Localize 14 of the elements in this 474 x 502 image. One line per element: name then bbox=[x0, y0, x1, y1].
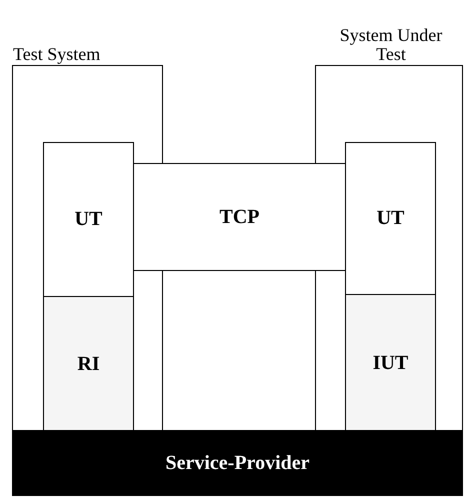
component-label: UT bbox=[74, 208, 102, 231]
provider-bar bbox=[12, 430, 463, 496]
component-label: IUT bbox=[372, 352, 408, 374]
component-box bbox=[345, 142, 436, 295]
component-label: RI bbox=[77, 352, 100, 376]
system-heading: System Under Test bbox=[338, 26, 444, 66]
system-heading: Test System bbox=[13, 45, 102, 66]
component-box bbox=[43, 142, 134, 297]
component-box bbox=[133, 163, 346, 271]
component-box bbox=[43, 296, 134, 432]
component-label: UT bbox=[376, 207, 404, 230]
component-label: TCP bbox=[220, 206, 260, 228]
component-label: Service-Provider bbox=[165, 452, 310, 474]
component-box bbox=[345, 294, 436, 432]
